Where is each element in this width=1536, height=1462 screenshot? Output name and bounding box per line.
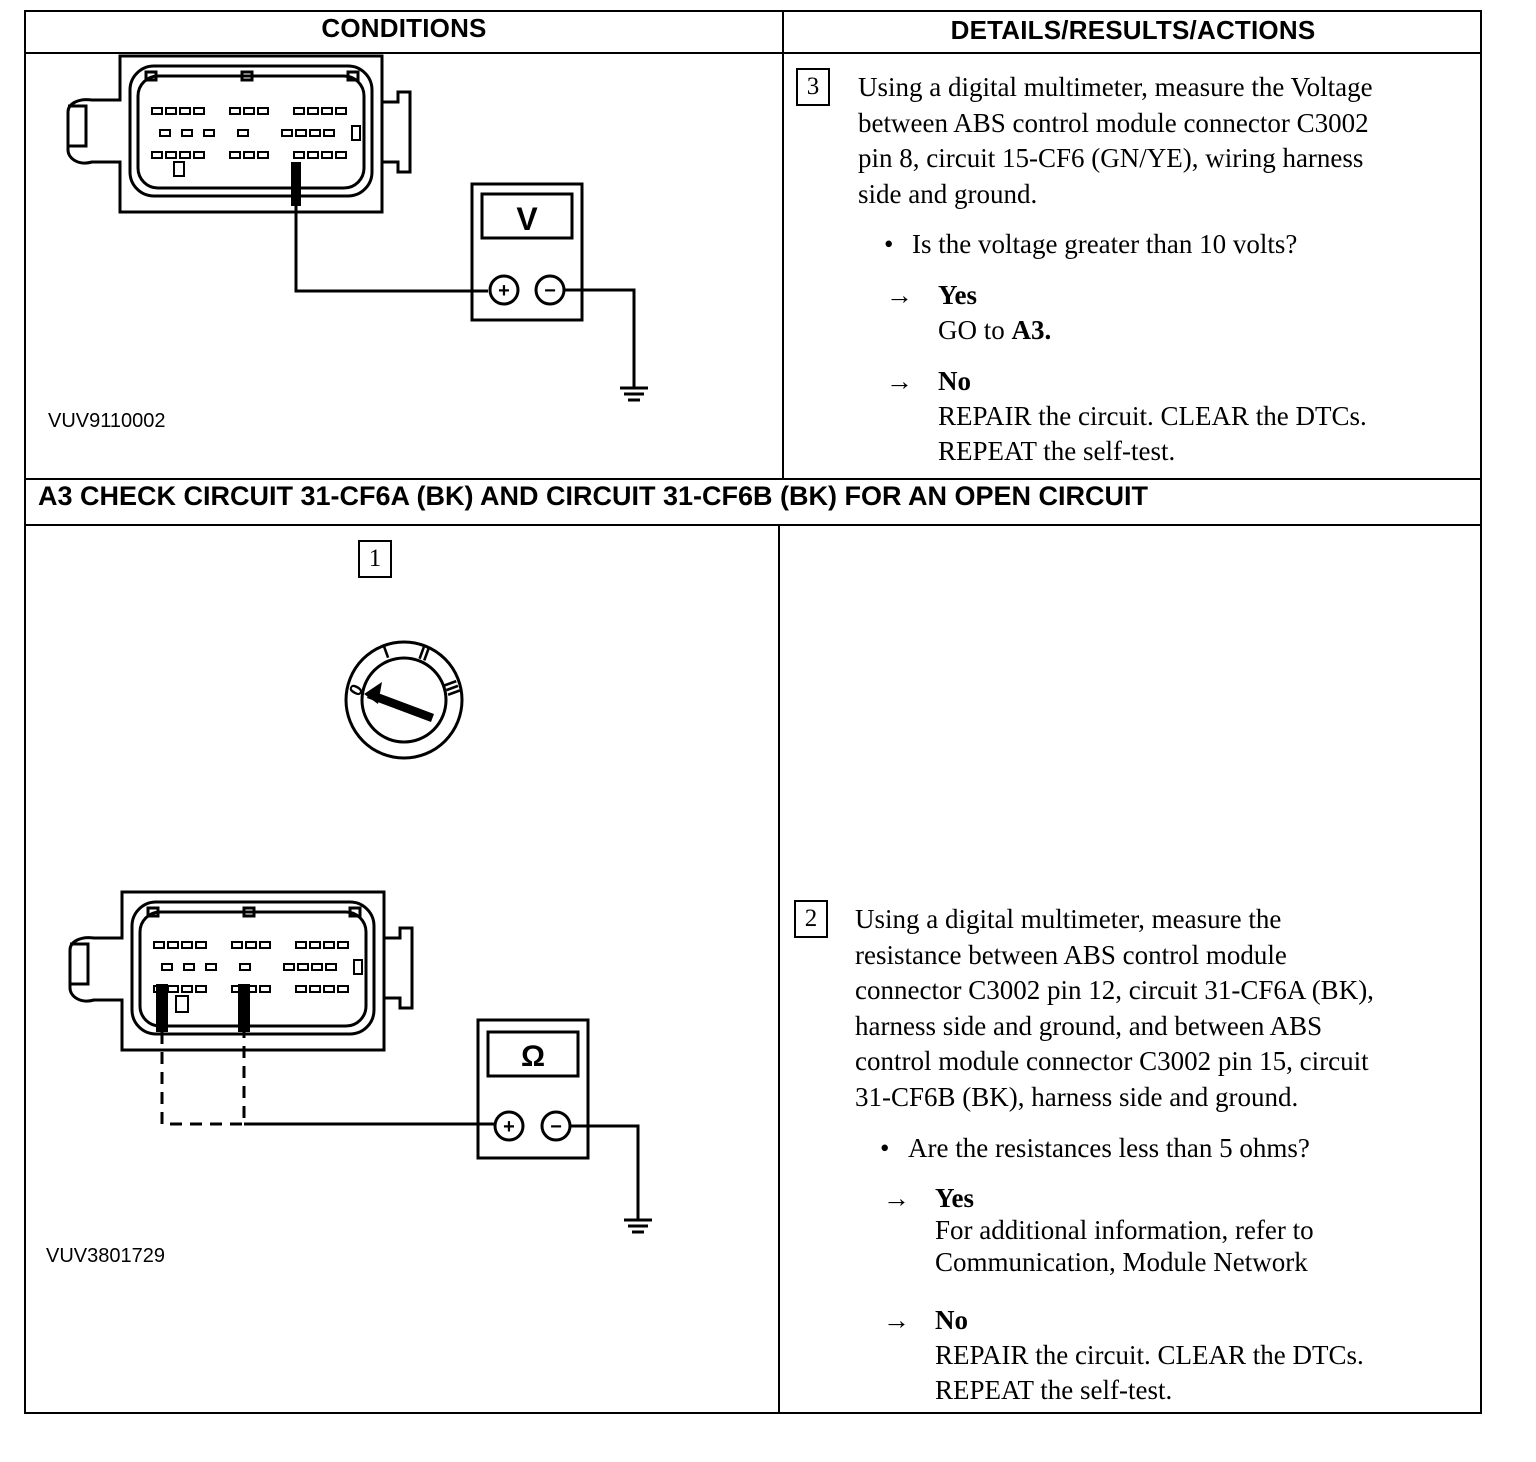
step-3-yes-outcome: → Yes GO to A3. (886, 278, 1051, 348)
ignition-position-2: II (416, 643, 432, 665)
step-3-question-text: Is the voltage greater than 10 volts? (912, 229, 1298, 259)
goto-a3-link[interactable]: A3. (1011, 315, 1052, 345)
step-2-line: control module connector C3002 pin 15, c… (855, 1046, 1369, 1076)
conditions-header: CONDITIONS (321, 13, 487, 43)
step-number-2: 2 (794, 900, 828, 938)
table-frame (24, 10, 1482, 1414)
yes-label: Yes (935, 1183, 974, 1213)
step-2-question-text: Are the resistances less than 5 ohms? (908, 1133, 1310, 1163)
plus-terminal-icon: + (498, 280, 510, 302)
arrow-right-icon: → (886, 366, 913, 396)
yes-action: GO to A3. (938, 313, 1051, 348)
step-3-line: Using a digital multimeter, measure the … (858, 72, 1373, 102)
step-2-line: harness side and ground, and between ABS (855, 1010, 1323, 1041)
no-action-line: REPAIR the circuit. CLEAR the DTCs. (938, 401, 1367, 431)
ohmmeter-symbol: Ω (521, 1040, 545, 1073)
yes-label: Yes (938, 280, 977, 310)
step-3-instructions: Using a digital multimeter, measure the … (858, 70, 1458, 212)
yes-action-line: For additional information, refer to (935, 1215, 1314, 1245)
arrow-right-icon: → (883, 1305, 910, 1335)
voltmeter-symbol: V (516, 201, 538, 237)
details-header: DETAILS/RESULTS/ACTIONS (950, 15, 1316, 45)
ignition-switch-diagram: 0 I II III (344, 640, 464, 760)
step-2-question: • Are the resistances less than 5 ohms? (880, 1131, 1310, 1166)
bullet-icon: • (884, 229, 894, 259)
plus-terminal-icon: + (503, 1116, 515, 1138)
no-label: No (935, 1305, 968, 1335)
step-3-line: pin 8, circuit 15-CF6 (GN/YE), wiring ha… (858, 143, 1364, 173)
step-3-no-outcome: → No REPAIR the circuit. CLEAR the DTCs.… (886, 364, 1367, 469)
step-3-line: side and ground. (858, 178, 1038, 209)
step-3-question: • Is the voltage greater than 10 volts? (884, 227, 1297, 262)
section-rule-bottom (24, 524, 1482, 526)
minus-terminal-icon: − (544, 280, 556, 302)
section-rule-top (24, 478, 1482, 480)
ignition-position-1: I (380, 642, 392, 663)
bullet-icon: • (880, 1133, 890, 1163)
arrow-right-icon: → (883, 1183, 910, 1213)
step-number-3: 3 (796, 68, 830, 106)
section-a3-title: A3 CHECK CIRCUIT 31-CF6A (BK) AND CIRCUI… (38, 481, 1149, 511)
step-2-instructions: Using a digital multimeter, measure the … (855, 902, 1465, 1115)
no-action-line: REPEAT the self-test. (938, 436, 1176, 466)
figure-id-bottom: VUV3801729 (46, 1245, 165, 1267)
column-divider-top (782, 10, 784, 480)
step-2-line: Using a digital multimeter, measure the (855, 904, 1282, 934)
ground-icon (620, 386, 648, 402)
yes-action-text: GO to (938, 315, 1012, 345)
ground-icon (624, 1218, 652, 1234)
step-3-line: between ABS control module connector C30… (858, 107, 1369, 138)
step-2-yes-outcome: → Yes For additional information, refer … (883, 1182, 1314, 1278)
figure-id-top: VUV9110002 (48, 410, 166, 432)
communication-module-network-link[interactable]: Communication, Module Network (935, 1247, 1308, 1277)
no-action-line: REPEAT the self-test. (935, 1375, 1173, 1405)
ignition-position-3: III (440, 678, 464, 699)
minus-terminal-icon: − (550, 1116, 562, 1138)
step-number-1: 1 (358, 540, 392, 578)
step-2-no-outcome: → No REPAIR the circuit. CLEAR the DTCs.… (883, 1303, 1364, 1408)
voltage-test-diagram: V + − (66, 54, 648, 402)
column-divider-bottom (778, 526, 780, 1414)
step-2-line: resistance between ABS control module (855, 939, 1287, 970)
step-2-line: 31-CF6B (BK), harness side and ground. (855, 1081, 1299, 1112)
resistance-test-diagram: Ω + − (68, 890, 652, 1234)
arrow-right-icon: → (886, 280, 913, 310)
no-action-line: REPAIR the circuit. CLEAR the DTCs. (935, 1340, 1364, 1370)
no-label: No (938, 366, 971, 396)
header-rule (24, 52, 1482, 54)
step-2-line: connector C3002 pin 12, circuit 31-CF6A … (855, 975, 1374, 1005)
